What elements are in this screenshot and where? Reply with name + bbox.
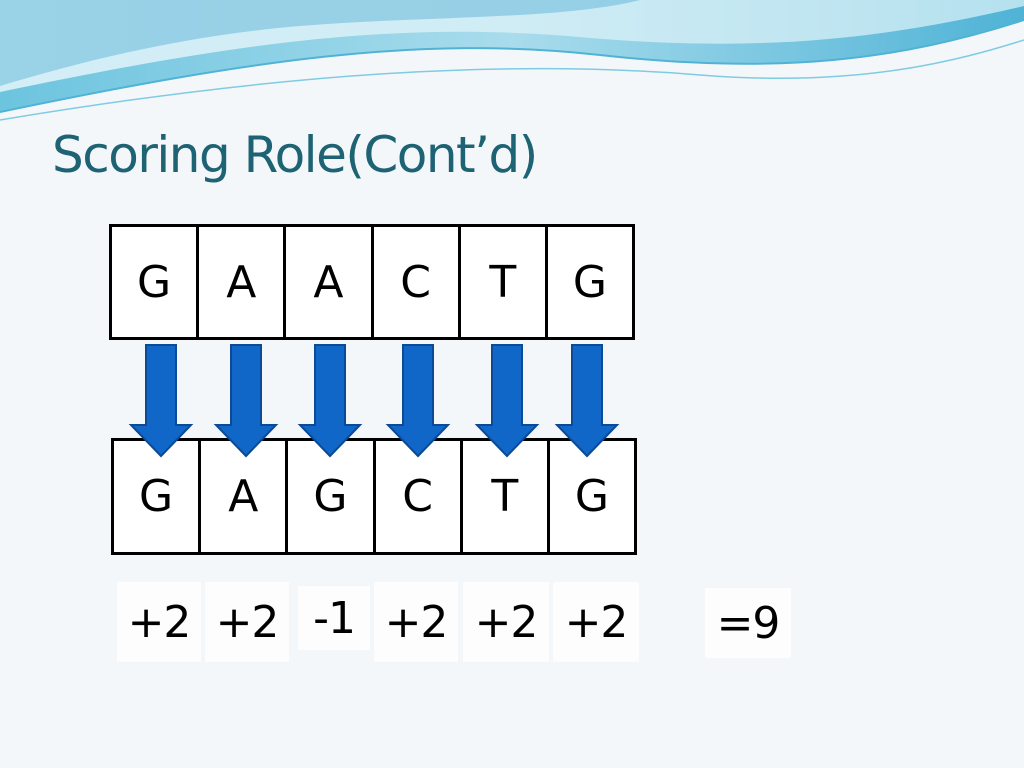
top-sequence: G A A C T G	[109, 224, 635, 340]
top-base-cell: A	[199, 227, 287, 337]
bottom-sequence: G A G C T G	[111, 438, 637, 555]
score-label: -1	[298, 586, 370, 650]
top-base-cell: A	[286, 227, 374, 337]
bottom-base-cell: T	[463, 441, 550, 552]
bottom-base-cell: A	[201, 441, 289, 552]
top-base-cell: C	[374, 227, 461, 337]
header-wave-decoration	[0, 0, 1024, 121]
bottom-base-cell: C	[376, 441, 463, 552]
total-score-label: =9	[705, 588, 791, 658]
top-base-cell: G	[112, 227, 200, 337]
bottom-base-cell: G	[114, 441, 202, 552]
score-label: +2	[205, 582, 289, 662]
slide-title: Scoring Role(Cont’d)	[52, 126, 538, 184]
top-base-cell: G	[572, 256, 607, 308]
bottom-base-cell: G	[288, 441, 376, 552]
score-label: +2	[117, 582, 201, 662]
bottom-base-cell: G	[574, 471, 609, 522]
score-label: +2	[553, 582, 639, 662]
top-base-cell: T	[461, 227, 548, 337]
score-label: +2	[463, 582, 549, 662]
score-label: +2	[374, 582, 458, 662]
